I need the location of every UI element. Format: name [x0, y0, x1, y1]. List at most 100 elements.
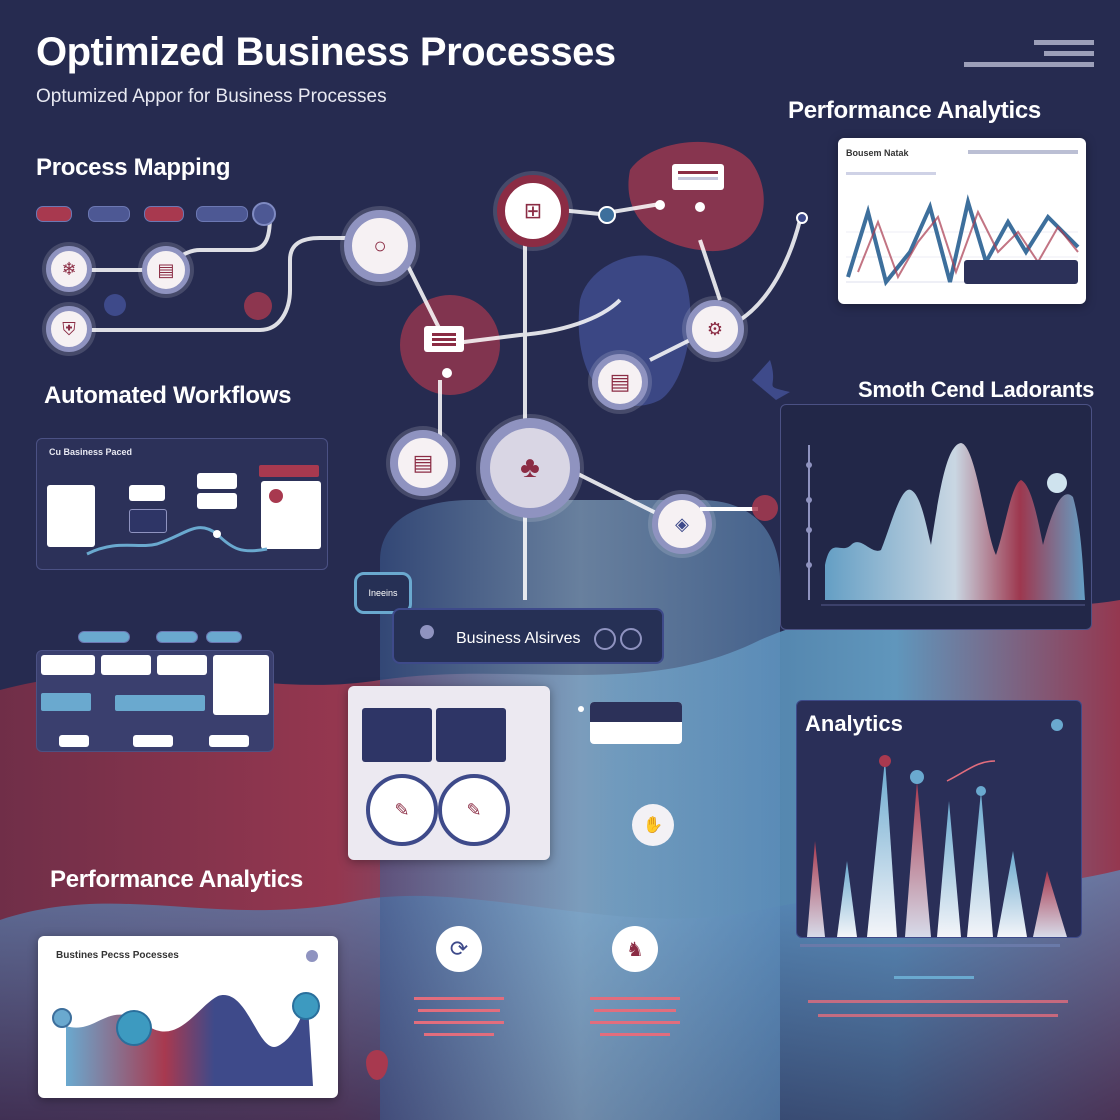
- analytics-subheader-line: [846, 172, 936, 175]
- badge-connector: [700, 507, 758, 511]
- badge-end-dot: [752, 495, 778, 521]
- grid-icon: ⊞: [523, 198, 543, 223]
- control-tile[interactable]: [362, 708, 432, 762]
- page-title: Optimized Business Processes: [36, 30, 616, 74]
- side-note-card[interactable]: [590, 702, 682, 744]
- banner-circle-icon[interactable]: [620, 628, 642, 650]
- pen-icon: ✎: [394, 799, 410, 820]
- center-node-list-2[interactable]: ▤: [390, 430, 456, 496]
- refresh-node[interactable]: ⟳: [436, 926, 482, 972]
- analytics-panel: Analytics: [796, 700, 1082, 938]
- tag-chip-label: Ineeins: [368, 588, 398, 598]
- process-pill[interactable]: [88, 206, 130, 222]
- heart-marker: [366, 1050, 388, 1080]
- center-node-grid[interactable]: ⊞: [497, 175, 569, 247]
- control-card: ✎ ✎: [348, 686, 550, 860]
- mini-dashboard: [36, 650, 274, 752]
- analytics-card: Bousem Natak: [838, 138, 1086, 304]
- analytics-header-line: [968, 150, 1078, 154]
- dashboard-card[interactable]: [133, 735, 173, 747]
- dashboard-pill[interactable]: [78, 631, 130, 643]
- workflow-card[interactable]: [129, 509, 167, 533]
- analytics-caption-line: [808, 1000, 1068, 1003]
- dashboard-pill[interactable]: [206, 631, 242, 643]
- section-title-performance-analytics-bottom: Performance Analytics: [50, 866, 303, 893]
- workflow-card[interactable]: [129, 485, 165, 501]
- hand-icon: ✋: [643, 817, 663, 834]
- banner-circle-icon[interactable]: [594, 628, 616, 650]
- process-node[interactable]: ▤: [142, 246, 190, 294]
- center-node-list[interactable]: ▤: [592, 354, 648, 410]
- paw-node[interactable]: ♞: [612, 926, 658, 972]
- center-node-gear[interactable]: ⚙: [686, 300, 744, 358]
- analytics-status-dot: [1051, 719, 1063, 731]
- control-dial[interactable]: ✎: [366, 774, 438, 846]
- process-pill[interactable]: [196, 206, 248, 222]
- center-node-hub[interactable]: ♣: [480, 418, 580, 518]
- workflow-panel: Cu Basiness Paced: [36, 438, 328, 570]
- shield-icon: ⛨: [62, 319, 76, 339]
- document-icon: [432, 333, 456, 336]
- analytics-line-chart: [846, 194, 1080, 287]
- list-icon: ▤: [412, 450, 434, 475]
- workflow-card[interactable]: [197, 473, 237, 489]
- section-title-analytics: Analytics: [805, 711, 903, 736]
- side-note-header: [590, 702, 682, 722]
- analytics-spire-chart: [807, 755, 1067, 937]
- center-node-badge[interactable]: ◈: [652, 494, 712, 554]
- caption-block-right: [590, 992, 680, 1036]
- paw-icon: ♞: [626, 938, 644, 961]
- banner-dot-icon: [420, 625, 434, 639]
- server-icon: ▤: [157, 260, 175, 280]
- hand-node[interactable]: ✋: [632, 804, 674, 846]
- analytics-progress-fill: [894, 976, 974, 979]
- lock-icon: ○: [373, 233, 387, 258]
- center-note-card[interactable]: [672, 164, 724, 190]
- document-icon: [678, 171, 718, 174]
- center-node-lock[interactable]: ○: [344, 210, 416, 282]
- dashboard-card[interactable]: [213, 655, 269, 715]
- section-title-process-mapping: Process Mapping: [36, 154, 231, 181]
- analytics-progress-track: [800, 944, 1060, 947]
- dashboard-card[interactable]: [157, 655, 207, 675]
- bottom-card-menu-icon[interactable]: [306, 950, 318, 962]
- section-title-smoth-cend: Smoth Cend Ladorants: [858, 377, 1095, 402]
- dashboard-card[interactable]: [209, 735, 249, 747]
- connector-dot: [578, 706, 584, 712]
- caption-block-left: [414, 992, 504, 1036]
- refresh-icon: ⟳: [449, 936, 469, 961]
- corner-note-decoration: [964, 40, 1094, 67]
- section-title-automated-workflows: Automated Workflows: [44, 382, 292, 409]
- puzzle-icon: ❄: [61, 259, 77, 279]
- workflow-card[interactable]: [197, 493, 237, 509]
- badge-icon: ◈: [675, 514, 689, 534]
- control-tile[interactable]: [436, 708, 506, 762]
- process-pill[interactable]: [144, 206, 184, 222]
- workflow-card[interactable]: [261, 481, 321, 549]
- clover-icon: ♣: [520, 451, 540, 484]
- center-doc-card[interactable]: [424, 326, 464, 352]
- dashboard-card[interactable]: [101, 655, 151, 675]
- analytics-stats-box[interactable]: [964, 260, 1078, 284]
- process-pill[interactable]: [36, 206, 72, 222]
- dashboard-card[interactable]: [41, 655, 95, 675]
- page-subtitle: Optumized Appor for Business Processes: [36, 86, 387, 107]
- peak-chart-panel: [780, 404, 1092, 630]
- business-banner[interactable]: Business Alsirves: [392, 608, 664, 664]
- workflow-panel-title: Cu Basiness Paced: [49, 447, 133, 457]
- workflow-card[interactable]: [47, 485, 95, 547]
- peak-chart: [806, 443, 1085, 606]
- dashboard-card[interactable]: [59, 735, 89, 747]
- dashboard-pill[interactable]: [156, 631, 198, 643]
- tag-chip[interactable]: Ineeins: [354, 572, 412, 614]
- dashboard-highlight: [41, 693, 91, 711]
- bottom-area-chart: [52, 992, 320, 1086]
- process-dot: [244, 292, 272, 320]
- dashboard-highlight: [115, 695, 205, 711]
- bottom-analytics-card: Bustines Pecss Pocesses: [38, 936, 338, 1098]
- section-title-performance-analytics-top: Performance Analytics: [788, 97, 1041, 124]
- control-dial[interactable]: ✎: [438, 774, 510, 846]
- process-node[interactable]: ❄: [46, 246, 92, 292]
- process-node[interactable]: ⛨: [46, 306, 92, 352]
- process-end-dot[interactable]: [252, 202, 276, 226]
